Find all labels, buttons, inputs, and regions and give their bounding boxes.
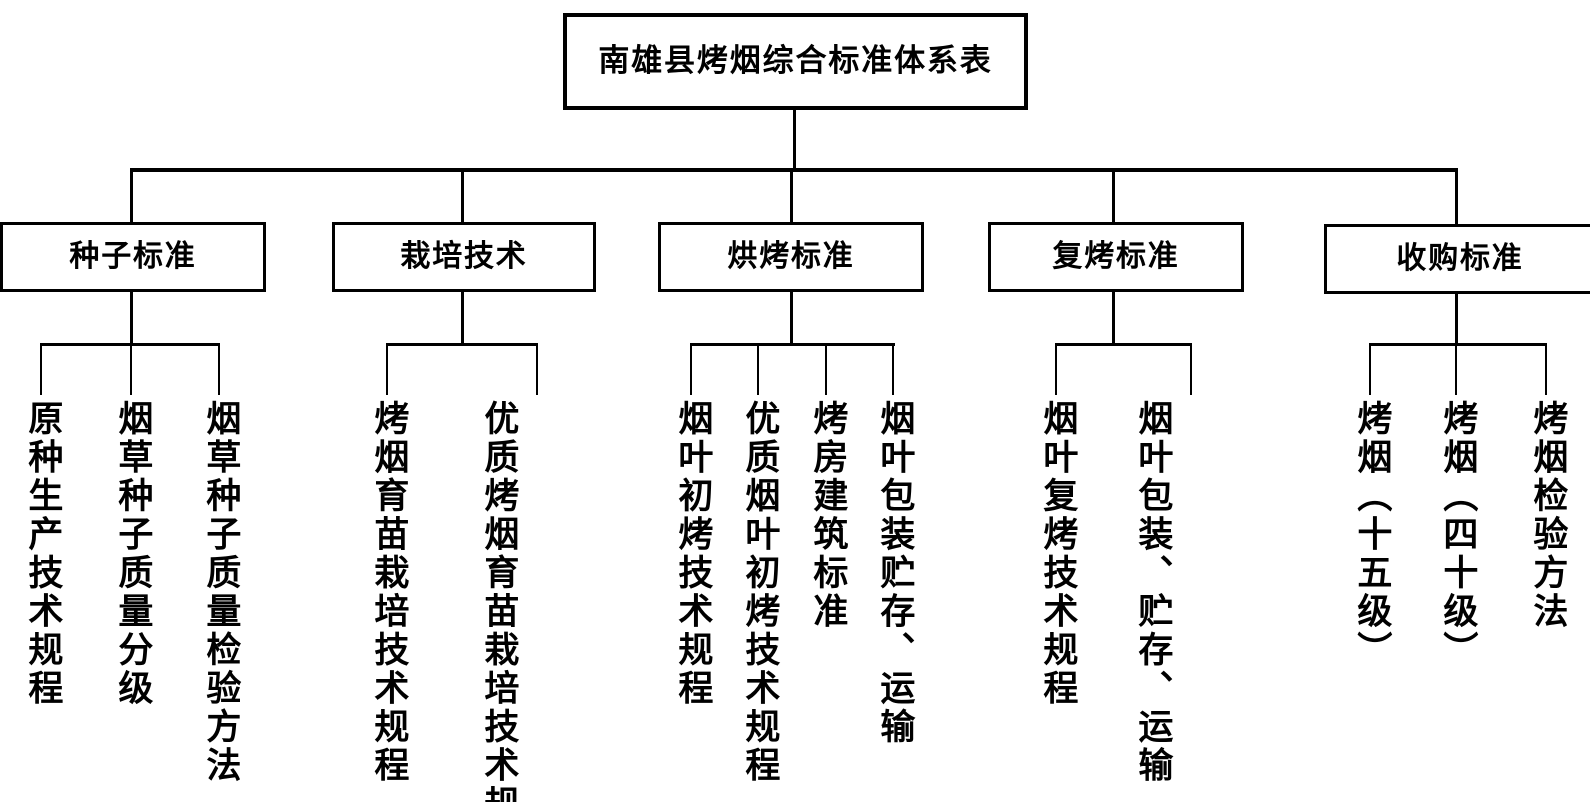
- leaf-label-2-1: 烤烟育苗栽培技术规程: [368, 400, 409, 785]
- branch-node-box-3[interactable]: 烘烤标准: [658, 222, 924, 292]
- group-5-stem: [1455, 294, 1458, 345]
- group-3-leaf-drop-3: [825, 343, 827, 395]
- leaf-label-4-2: 烟叶包装、贮存、运输: [1132, 400, 1173, 785]
- leaf-label-1-1: 原种生产技术规程: [22, 400, 63, 708]
- group-1-stem: [130, 292, 133, 345]
- group-3-bus: [690, 343, 895, 346]
- leaf-label-3-2: 优质烟叶初烤技术规程: [739, 400, 780, 785]
- group-1-leaf-drop-3: [218, 343, 220, 395]
- branch-node-label-1: 种子标准: [69, 239, 197, 274]
- branch-drop-2: [461, 168, 464, 224]
- branch-node-box-1[interactable]: 种子标准: [0, 222, 266, 292]
- group-4-bus: [1055, 343, 1192, 346]
- leaf-label-1-3: 烟草种子质量检验方法: [200, 400, 241, 785]
- group-5-bus: [1369, 343, 1547, 346]
- leaf-label-5-3: 烤烟检验方法: [1527, 400, 1568, 631]
- leaf-label-3-3: 烤房建筑标准: [807, 400, 848, 631]
- branch-node-label-2: 栽培技术: [400, 239, 528, 274]
- group-3-leaf-drop-1: [690, 343, 692, 395]
- group-3-leaf-drop-4: [892, 343, 894, 395]
- group-3-leaf-drop-2: [757, 343, 759, 395]
- leaf-label-5-1: 烤烟（十五级）: [1351, 400, 1392, 670]
- group-1-leaf-drop-1: [40, 343, 42, 395]
- leaf-label-3-1: 烟叶初烤技术规程: [672, 400, 713, 708]
- main-bus-connector: [130, 168, 1458, 172]
- branch-drop-3: [790, 168, 793, 224]
- group-4-leaf-drop-2: [1190, 343, 1192, 395]
- root-node-box[interactable]: 南雄县烤烟综合标准体系表: [563, 13, 1028, 110]
- group-2-stem: [461, 292, 464, 345]
- branch-node-label-3: 烘烤标准: [727, 239, 855, 274]
- branch-drop-1: [130, 168, 133, 224]
- group-2-leaf-drop-2: [536, 343, 538, 395]
- group-5-leaf-drop-1: [1369, 343, 1371, 395]
- branch-drop-5: [1455, 168, 1458, 224]
- leaf-label-2-2: 优质烤烟育苗栽培技术规程: [478, 400, 519, 802]
- branch-drop-4: [1112, 168, 1115, 224]
- leaf-label-3-4: 烟叶包装贮存、运输: [874, 400, 915, 747]
- group-2-bus: [386, 343, 538, 346]
- branch-node-box-2[interactable]: 栽培技术: [332, 222, 596, 292]
- root-node-label: 南雄县烤烟综合标准体系表: [598, 43, 993, 79]
- leaf-label-4-1: 烟叶复烤技术规程: [1037, 400, 1078, 708]
- group-1-leaf-drop-2: [130, 343, 132, 395]
- root-stem-connector: [793, 110, 796, 170]
- branch-node-label-5: 收购标准: [1396, 241, 1524, 276]
- group-3-stem: [790, 292, 793, 345]
- leaf-label-5-2: 烤烟（四十级）: [1437, 400, 1478, 670]
- group-5-leaf-drop-3: [1545, 343, 1547, 395]
- leaf-label-1-2: 烟草种子质量分级: [112, 400, 153, 708]
- branch-node-box-4[interactable]: 复烤标准: [988, 222, 1244, 292]
- group-5-leaf-drop-2: [1455, 343, 1457, 395]
- group-2-leaf-drop-1: [386, 343, 388, 395]
- group-4-stem: [1112, 292, 1115, 345]
- branch-node-label-4: 复烤标准: [1052, 239, 1180, 274]
- branch-node-box-5[interactable]: 收购标准: [1324, 224, 1590, 294]
- group-4-leaf-drop-1: [1055, 343, 1057, 395]
